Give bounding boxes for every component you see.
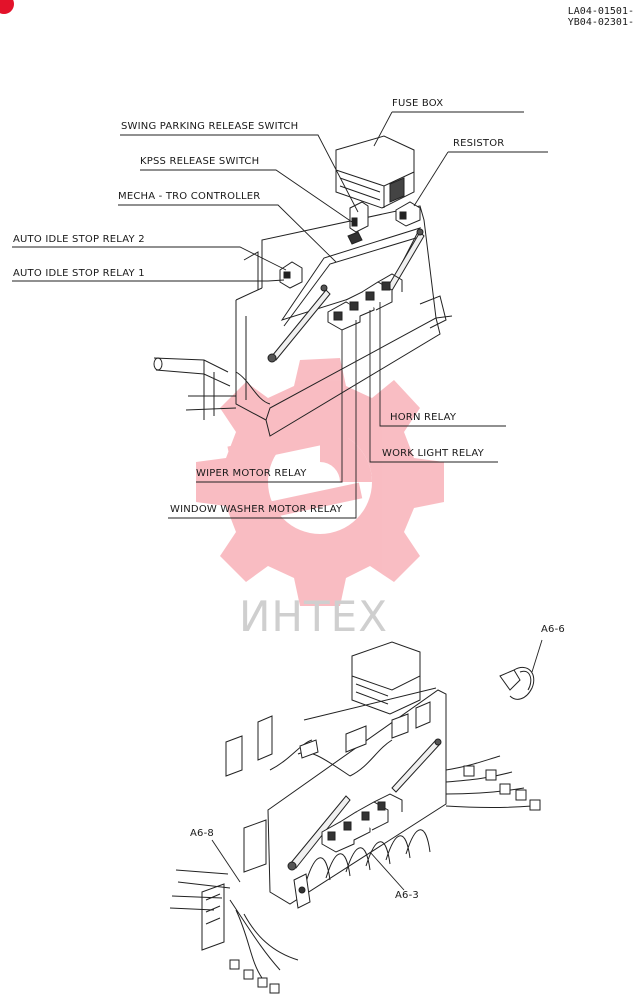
bottom-assembly — [169, 641, 541, 994]
corner-badge-icon — [0, 0, 14, 14]
label-auto-idle-stop-relay-2: AUTO IDLE STOP RELAY 2 — [13, 234, 145, 245]
label-resistor: RESISTOR — [453, 138, 505, 149]
top-assembly — [153, 135, 453, 437]
serial-code-2: YB04-02301- — [567, 17, 634, 28]
label-a6-6: A6-6 — [541, 624, 565, 635]
label-a6-3: A6-3 — [395, 890, 419, 901]
watermark-text: ИНТЕХ — [239, 592, 388, 641]
label-mecha-tro-controller: MECHA - TRO CONTROLLER — [118, 191, 261, 202]
label-auto-idle-stop-relay-1: AUTO IDLE STOP RELAY 1 — [13, 268, 145, 279]
bottom-leader-lines — [211, 639, 543, 891]
serial-code-1: LA04-01501- — [567, 6, 634, 17]
label-wiper-motor-relay: WIPER MOTOR RELAY — [196, 468, 307, 479]
label-window-washer-motor-relay: WINDOW WASHER MOTOR RELAY — [170, 504, 343, 515]
label-swing-parking-release-switch: SWING PARKING RELEASE SWITCH — [121, 121, 299, 132]
label-a6-8: A6-8 — [190, 828, 214, 839]
label-work-light-relay: WORK LIGHT RELAY — [382, 448, 484, 459]
label-horn-relay: HORN RELAY — [390, 412, 457, 423]
label-fuse-box: FUSE BOX — [392, 98, 444, 109]
label-kpss-release-switch: KPSS RELEASE SWITCH — [140, 156, 260, 167]
top-leader-lines — [12, 111, 548, 519]
